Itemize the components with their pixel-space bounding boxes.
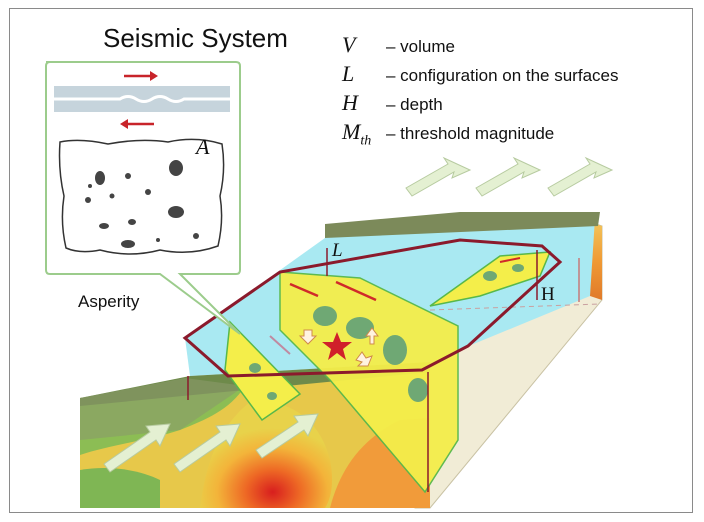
compression-arrow-icon	[355, 351, 373, 367]
inset-shear-arrow-icon	[124, 71, 158, 81]
legend-symbol: V	[342, 32, 356, 57]
land-back-edge	[325, 212, 600, 238]
fault-plane-main	[279, 271, 459, 494]
inset-shear-arrow-icon	[120, 119, 154, 129]
land-block	[80, 378, 245, 440]
asperity-patch	[313, 306, 337, 326]
slip-arrow	[269, 335, 291, 355]
legend-description: – configuration on the surfaces	[386, 66, 619, 85]
asperity-patch	[483, 271, 497, 281]
stress-arrow-icon	[405, 156, 472, 197]
legend-row-volume: V – volume	[342, 32, 455, 58]
fault-plane-left	[224, 320, 302, 422]
asperity-patch	[408, 378, 428, 402]
slip-arrow	[289, 282, 319, 298]
asperity-patch	[512, 264, 524, 272]
asperity-label: Asperity	[78, 292, 140, 311]
asperity-patch	[383, 335, 407, 365]
compression-arrow-icon	[365, 327, 379, 345]
diagram-title: Seismic System	[103, 23, 288, 53]
legend-symbol: L	[342, 61, 355, 86]
depth-dash-1	[429, 303, 601, 311]
epicenter-star-icon	[322, 332, 352, 360]
legend-symbol: Mth	[342, 119, 372, 149]
stress-arrow-icon	[547, 156, 614, 197]
area-label: A	[196, 134, 210, 159]
inset-fault-line	[54, 95, 230, 103]
legend-row-threshold: Mth – threshold magnitude	[342, 119, 555, 148]
legend-description: – threshold magnitude	[386, 124, 555, 143]
legend-description: – volume	[386, 37, 455, 56]
asperity-spots	[85, 160, 199, 248]
asperity-patch	[249, 363, 261, 373]
configuration-outline	[182, 238, 563, 378]
legend-row-configuration: L – configuration on the surfaces	[342, 61, 618, 87]
stress-arrow-icon	[475, 156, 542, 197]
legend-description: – depth	[386, 95, 443, 114]
slip-arrow	[499, 257, 521, 263]
legend-symbol: H	[342, 90, 358, 115]
asperity-patch	[267, 392, 277, 400]
legend-row-depth: H – depth	[342, 90, 443, 116]
depth-label: H	[541, 284, 555, 305]
stress-arrow-icon	[173, 423, 241, 473]
configuration-label: L	[332, 240, 343, 261]
compression-arrow-icon	[298, 329, 318, 345]
stress-arrow-icon	[255, 413, 319, 459]
front-green-lower	[80, 468, 160, 508]
slip-arrow	[335, 280, 377, 302]
stress-arrow-icon	[103, 423, 171, 473]
asperity-patch	[346, 317, 374, 339]
